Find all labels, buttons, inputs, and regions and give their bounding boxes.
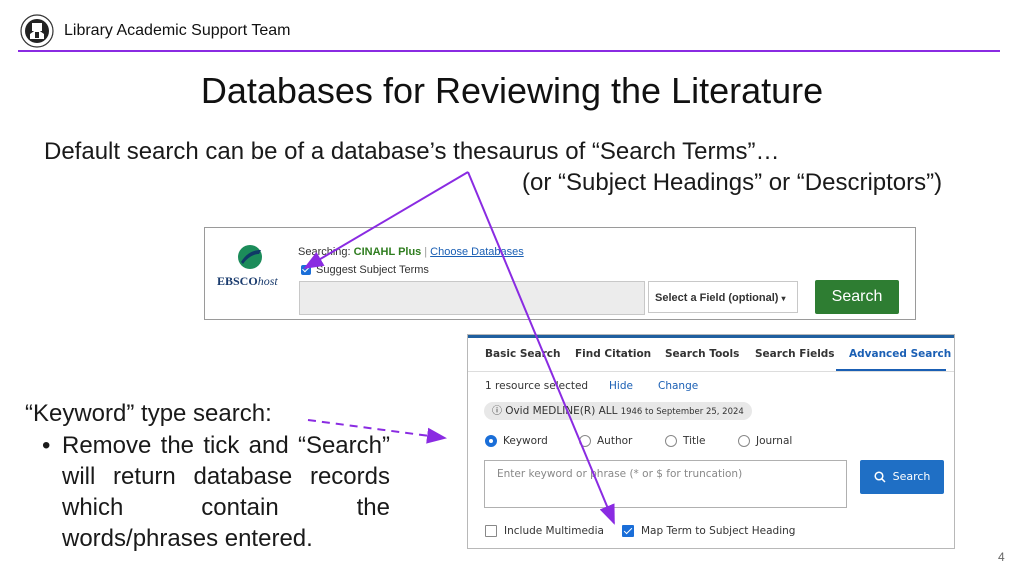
field-select[interactable]: Select a Field (optional) ▾ xyxy=(648,281,798,313)
include-multimedia-label: Include Multimedia xyxy=(504,525,604,537)
bullet-dot: • xyxy=(42,432,51,459)
page-number: 4 xyxy=(998,550,1005,564)
keyword-bullet-text: Remove the tick and “Search” will return… xyxy=(62,432,390,552)
tab-divider xyxy=(468,371,954,372)
radio-title-label: Title xyxy=(683,435,706,447)
search-icon xyxy=(874,471,886,483)
map-term[interactable]: Map Term to Subject Heading xyxy=(622,525,795,537)
radio-keyword-label: Keyword xyxy=(503,435,548,447)
tab-search-tools[interactable]: Search Tools xyxy=(665,348,740,360)
resource-name: Ovid MEDLINE(R) ALL xyxy=(505,405,618,417)
searching-label: Searching: xyxy=(298,246,351,258)
info-icon: ⓘ xyxy=(492,406,502,417)
resource-range: 1946 to September 25, 2024 xyxy=(620,407,744,417)
slide-title: Databases for Reviewing the Literature xyxy=(200,70,824,111)
ovid-search-input[interactable]: Enter keyword or phrase (* or $ for trun… xyxy=(484,460,847,508)
suggest-subject-terms-label: Suggest Subject Terms xyxy=(316,264,429,276)
radio-author-button[interactable] xyxy=(579,435,591,447)
ovid-search-button-label: Search xyxy=(892,470,931,483)
ebsco-search-input[interactable] xyxy=(299,281,645,315)
include-multimedia[interactable]: Include Multimedia xyxy=(485,525,604,537)
map-term-label: Map Term to Subject Heading xyxy=(641,525,796,537)
dropdown-caret-icon: ▾ xyxy=(781,294,786,303)
intro-line-1: Default search can be of a database’s th… xyxy=(44,138,780,165)
ebsco-search-panel: EBSCOhost Searching: CINAHL Plus|Choose … xyxy=(204,227,916,320)
intro-line-2: (or “Subject Headings” or “Descriptors”) xyxy=(522,169,943,196)
radio-keyword-button[interactable] xyxy=(485,435,497,447)
change-link[interactable]: Change xyxy=(658,380,699,392)
radio-journal-label: Journal xyxy=(756,435,793,447)
hide-link[interactable]: Hide xyxy=(609,380,633,392)
radio-title-button[interactable] xyxy=(665,435,677,447)
searching-line: Searching: CINAHL Plus|Choose Databases xyxy=(298,246,524,258)
ovid-search-panel: Basic Search Find Citation Search Tools … xyxy=(467,334,955,549)
resource-badge: ⓘ Ovid MEDLINE(R) ALL 1946 to September … xyxy=(484,402,752,420)
ovid-search-button[interactable]: Search xyxy=(860,460,944,494)
map-term-checkbox[interactable] xyxy=(622,525,634,537)
tab-search-fields[interactable]: Search Fields xyxy=(755,348,835,360)
resource-count: 1 resource selected xyxy=(485,380,589,392)
tab-find-citation[interactable]: Find Citation xyxy=(575,348,652,360)
radio-author[interactable]: Author xyxy=(579,435,632,447)
suggest-subject-terms[interactable]: Suggest Subject Terms xyxy=(301,264,429,276)
suggest-subject-terms-checkbox[interactable] xyxy=(301,265,311,275)
radio-title[interactable]: Title xyxy=(665,435,706,447)
choose-databases-link[interactable]: Choose Databases xyxy=(430,246,524,258)
radio-journal-button[interactable] xyxy=(738,435,750,447)
radio-journal[interactable]: Journal xyxy=(738,435,792,447)
database-name: CINAHL Plus xyxy=(353,246,422,258)
ovid-top-bar xyxy=(468,335,954,338)
include-multimedia-checkbox[interactable] xyxy=(485,525,497,537)
keyword-heading: “Keyword” type search: xyxy=(25,400,272,427)
ebsco-logo-icon xyxy=(238,245,262,269)
radio-author-label: Author xyxy=(597,435,633,447)
tab-advanced-search[interactable]: Advanced Search xyxy=(849,348,952,360)
active-tab-indicator xyxy=(836,369,946,371)
ebsco-search-button[interactable]: Search xyxy=(815,280,899,314)
header-divider xyxy=(18,50,1000,52)
university-crest-logo xyxy=(20,14,54,48)
radio-keyword[interactable]: Keyword xyxy=(485,435,548,447)
ebsco-logo-text: EBSCOhost xyxy=(217,274,278,288)
team-name: Library Academic Support Team xyxy=(64,22,291,39)
tab-basic-search[interactable]: Basic Search xyxy=(485,348,561,360)
